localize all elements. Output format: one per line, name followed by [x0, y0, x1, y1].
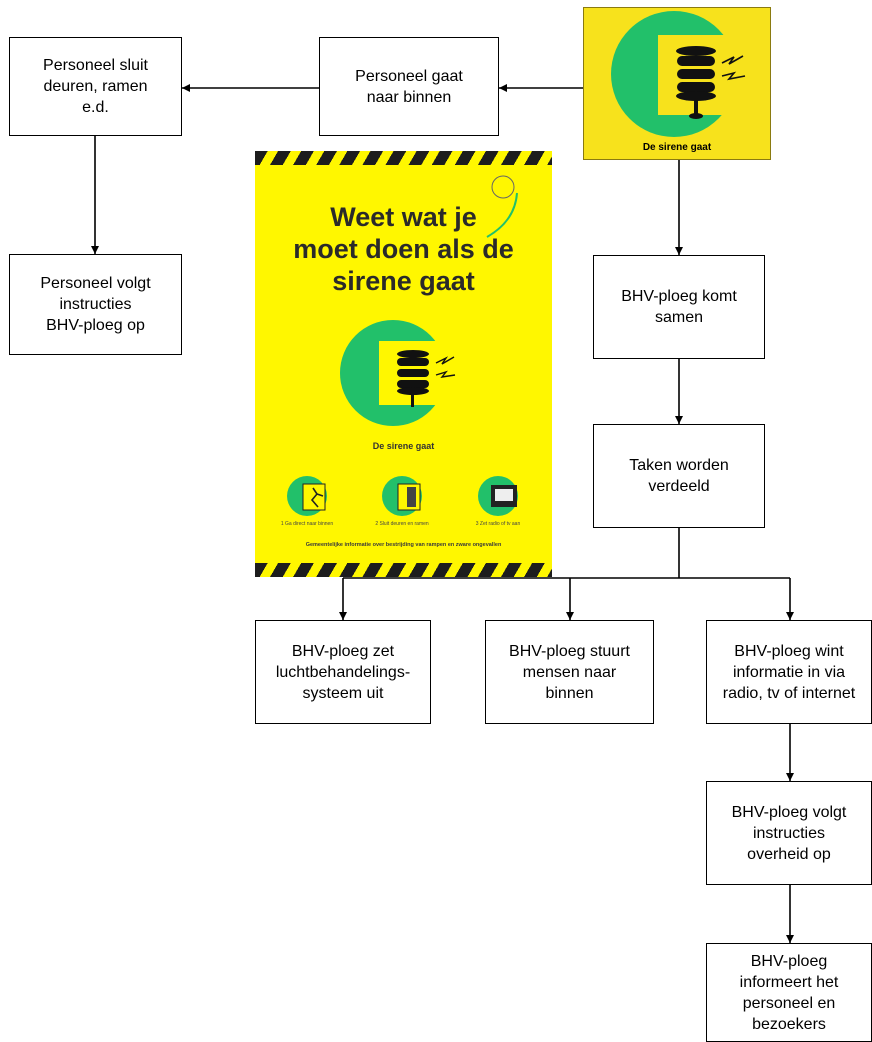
poster-headline: Weet wat je moet doen als de sirene gaat — [293, 202, 514, 296]
box-personnel-close-doors: Personeel sluit deuren, ramen e.d. — [9, 37, 182, 136]
siren-sign: De sirene gaat — [583, 7, 771, 160]
poster-step-1: 1 Ga direct naar binnen — [280, 521, 334, 527]
box-tasks-divided: Taken worden verdeeld — [593, 424, 765, 528]
siren-poster: Weet wat je moet doen als de sirene gaat… — [255, 151, 552, 577]
hazard-stripe-bottom — [255, 563, 552, 577]
hazard-stripe-top — [255, 151, 552, 165]
box-team-gathers: BHV-ploeg komt samen — [593, 255, 765, 359]
poster-graphics — [287, 175, 518, 516]
box-ventilation-off: BHV-ploeg zet luchtbehandelings- systeem… — [255, 620, 431, 724]
sign-caption: De sirene gaat — [642, 142, 712, 153]
poster-step-2: 2 Sluit deuren en ramen — [375, 521, 429, 527]
siren-icon — [611, 11, 746, 137]
box-gather-information: BHV-ploeg wint informatie in via radio, … — [706, 620, 872, 724]
box-personnel-follow-instructions: Personeel volgt instructies BHV-ploeg op — [9, 254, 182, 355]
poster-logo-icon — [486, 175, 518, 238]
poster-sign-caption: De sirene gaat — [372, 441, 435, 451]
box-follow-government: BHV-ploeg volgt instructies overheid op — [706, 781, 872, 885]
poster-footer: Gemeentelijke informatie over bestrijdin… — [305, 542, 502, 548]
box-personnel-go-inside: Personeel gaat naar binnen — [319, 37, 499, 136]
door-icon — [382, 476, 422, 516]
box-send-people-inside: BHV-ploeg stuurt mensen naar binnen — [485, 620, 654, 724]
box-inform-staff-visitors: BHV-ploeg informeert het personeel en be… — [706, 943, 872, 1042]
poster-siren-icon — [340, 320, 456, 426]
running-person-door-icon — [287, 476, 327, 516]
poster-step-3: 3 Zet radio of tv aan — [475, 521, 521, 527]
radio-tv-icon — [478, 476, 518, 516]
